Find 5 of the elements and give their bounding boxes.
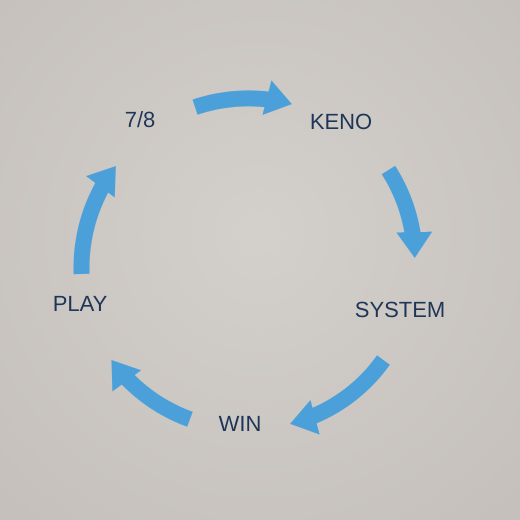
step-label: 7/8 <box>124 107 156 133</box>
step-label: SYSTEM <box>354 297 446 323</box>
step-label: WIN <box>218 411 262 437</box>
step-label: KENO <box>310 109 372 135</box>
step-label: PLAY <box>52 291 108 317</box>
